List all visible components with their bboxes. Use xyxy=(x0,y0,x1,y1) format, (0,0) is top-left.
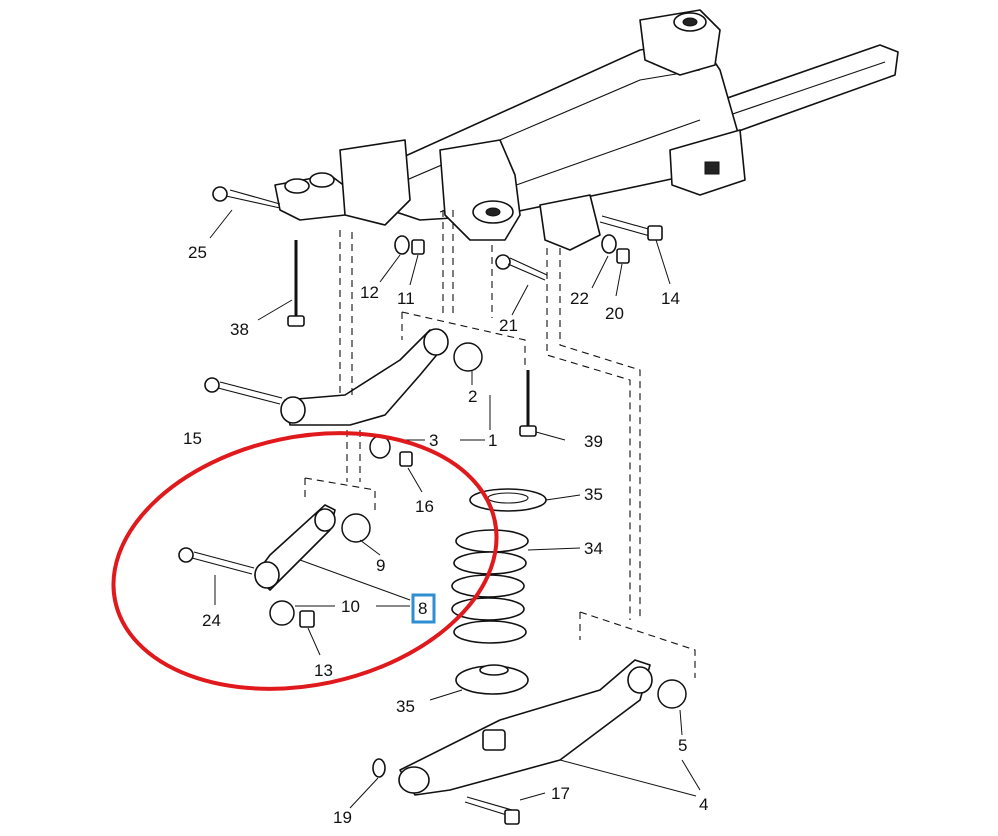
callout-label: 12 xyxy=(360,283,379,302)
lateral-link-arm xyxy=(178,504,371,628)
nut-20 xyxy=(616,248,630,264)
callout-label: 8 xyxy=(418,599,427,618)
washer-12 xyxy=(394,235,410,255)
callout-label: 16 xyxy=(415,497,434,516)
rear-subframe xyxy=(274,9,899,251)
bolt-21 xyxy=(495,254,548,281)
callout-label: 1 xyxy=(488,431,497,450)
bolt-14 xyxy=(599,215,663,241)
callout-label: 22 xyxy=(570,289,589,308)
callout-label: 24 xyxy=(202,611,221,630)
callout-label: 9 xyxy=(376,556,385,575)
callout-label: 10 xyxy=(341,597,360,616)
callout-label: 17 xyxy=(551,784,570,803)
callout-label: 4 xyxy=(699,795,708,814)
callout-label: 13 xyxy=(314,661,333,680)
callout-label: 19 xyxy=(333,808,352,827)
callout-label: 11 xyxy=(397,289,415,308)
washer-22 xyxy=(601,234,617,254)
callout-label: 3 xyxy=(429,431,438,450)
bolt-38 xyxy=(287,240,305,327)
callout-label: 20 xyxy=(605,304,624,323)
callout-box-8 xyxy=(411,593,436,624)
callout-label: 2 xyxy=(468,387,477,406)
callout-labels: 25 38 12 11 21 22 20 14 2 15 3 1 39 16 3… xyxy=(183,243,708,827)
coil-spring xyxy=(451,529,529,644)
lower-control-arm xyxy=(372,659,687,825)
assembly-guide-lines xyxy=(304,210,696,678)
highlight-ring xyxy=(111,431,499,691)
callout-label: 39 xyxy=(584,432,603,451)
nut-11 xyxy=(411,239,425,255)
callout-label: 15 xyxy=(183,429,202,448)
callout-label: 38 xyxy=(230,320,249,339)
callout-label: 35 xyxy=(396,697,415,716)
spring-seat-lower xyxy=(455,664,529,695)
leader-lines xyxy=(209,209,701,809)
callout-label: 34 xyxy=(584,539,603,558)
callout-label: 35 xyxy=(584,485,603,504)
callout-label: 5 xyxy=(678,736,687,755)
bolt-15 xyxy=(204,377,283,405)
upper-control-arm xyxy=(280,328,483,467)
callout-label: 25 xyxy=(188,243,207,262)
callout-label: 14 xyxy=(661,289,680,308)
bolt-25 xyxy=(212,186,281,209)
callout-label: 21 xyxy=(499,316,518,335)
bolt-39 xyxy=(519,370,537,437)
